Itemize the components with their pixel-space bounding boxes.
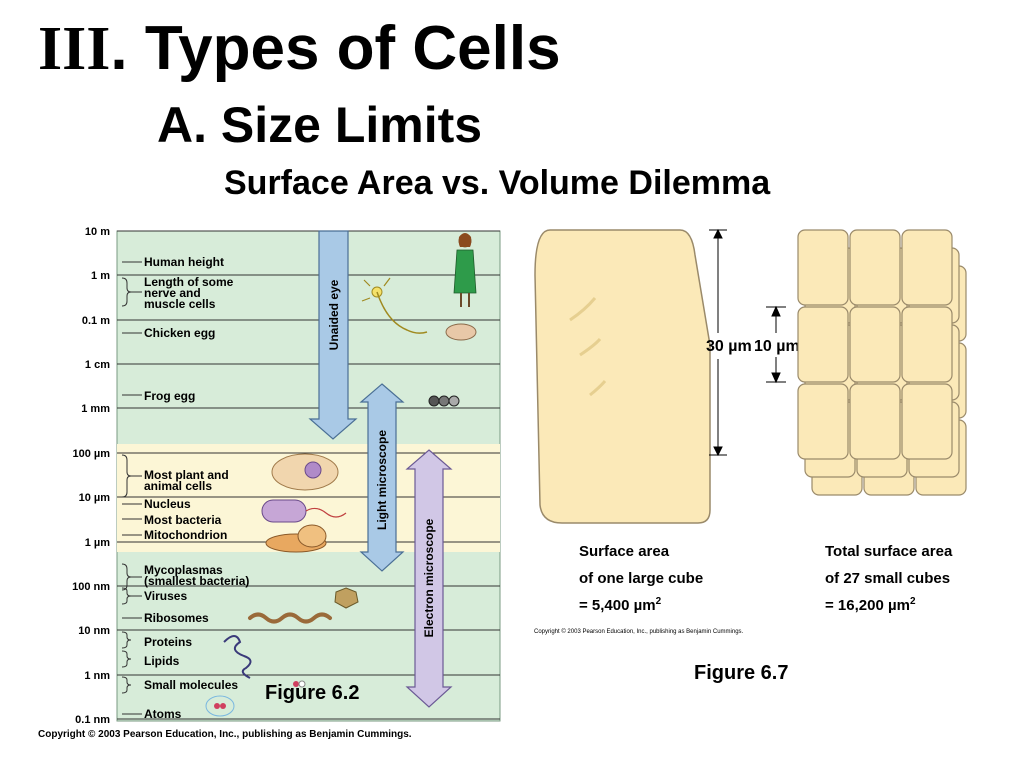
large-dimension-label: 30 µm [706, 338, 752, 355]
unaided-eye-arrow: Unaided eye [308, 230, 358, 440]
slide-subsubtitle: Surface Area vs. Volume Dilemma [224, 164, 771, 202]
atom-icon [205, 695, 235, 717]
scale-label-100nm: 100 nm [72, 581, 110, 593]
item-lipids: Lipids [144, 654, 180, 668]
scale-label-1cm: 1 cm [85, 359, 110, 371]
scale-label-1nm: 1 nm [84, 670, 110, 682]
scale-label-1mm: 1 mm [81, 403, 110, 415]
item-proteins: Proteins [144, 635, 192, 649]
item-mycoplasmas-2: (smallest bacteria) [144, 574, 249, 588]
small-dimension-label: 10 µm [754, 338, 800, 355]
protein-icon [223, 635, 252, 679]
woman-icon [453, 233, 477, 307]
item-nerve-3: muscle cells [144, 297, 216, 311]
cube-figure-copyright: Copyright © 2003 Pearson Education, Inc.… [534, 628, 744, 635]
small-cube [849, 383, 901, 460]
mitochondrion-icon [265, 524, 327, 553]
small-caption-line-1: Total surface area [825, 543, 953, 560]
size-scale-figure: 10 m 1 m 0.1 m 1 cm 1 mm 100 µm 10 µm 1 … [38, 226, 501, 740]
small-cube [901, 383, 953, 460]
unaided-eye-label: Unaided eye [327, 279, 341, 350]
figure-6-7-label: Figure 6.7 [694, 662, 789, 684]
scale-label-1m: 1 m [91, 270, 110, 282]
item-mycoplasmas-1: Mycoplasmas [144, 563, 223, 577]
electron-microscope-arrow: Electron microscope [405, 449, 453, 708]
item-chicken-egg: Chicken egg [144, 326, 215, 340]
item-small-molecules: Small molecules [144, 678, 238, 692]
figure-6-2-label: Figure 6.2 [265, 682, 360, 704]
small-cube [901, 306, 953, 383]
light-microscope-label: Light microscope [375, 430, 389, 530]
small-cube [797, 306, 849, 383]
virus-icon [334, 587, 359, 609]
scale-label-10um: 10 µm [79, 492, 111, 504]
small-cube [797, 383, 849, 460]
scale-label-1um: 1 µm [85, 537, 111, 549]
item-nucleus: Nucleus [144, 497, 191, 511]
ribosomes-icon [248, 612, 332, 624]
large-caption-line-3: = 5,400 µm2 [579, 596, 662, 614]
light-microscope-arrow: Light microscope [359, 383, 405, 572]
item-plant-cells-1: Most plant and [144, 468, 229, 482]
small-cube [849, 306, 901, 383]
item-atoms: Atoms [144, 707, 182, 721]
scale-label-100um: 100 µm [72, 448, 110, 460]
electron-microscope-label: Electron microscope [422, 518, 436, 637]
slide-title: III. Types of Cells [38, 14, 561, 83]
small-cubes-grid [797, 229, 967, 496]
scale-label-10m: 10 m [85, 226, 110, 238]
item-ribosomes: Ribosomes [144, 611, 209, 625]
small-cube [901, 229, 953, 306]
item-plant-cells-2: animal cells [144, 479, 212, 493]
frog-egg-icon [428, 395, 460, 407]
item-bacteria: Most bacteria [144, 513, 222, 527]
small-cube [849, 229, 901, 306]
large-caption-line-2: of one large cube [579, 570, 703, 587]
scale-label-10nm: 10 nm [78, 625, 110, 637]
nerve-cell-icon [361, 277, 428, 334]
item-nerve-2: nerve and [144, 286, 201, 300]
large-cube [534, 229, 711, 524]
item-viruses: Viruses [144, 589, 187, 603]
small-caption-line-3: = 16,200 µm2 [825, 596, 916, 614]
chicken-egg-icon [445, 323, 477, 341]
item-nerve-1: Length of some [144, 275, 234, 289]
item-human-height: Human height [144, 255, 224, 269]
large-caption-line-1: Surface area [579, 543, 670, 560]
small-cube [797, 229, 849, 306]
cube-figure: 30 µm 10 µm Surface area of one large cu… [534, 228, 967, 635]
small-molecule-icon [293, 680, 306, 688]
animal-cell-icon [271, 453, 339, 491]
large-dimension-marker [709, 228, 727, 457]
small-dimension-marker [766, 305, 786, 384]
item-mitochondrion: Mitochondrion [144, 528, 227, 542]
small-caption-line-2: of 27 small cubes [825, 570, 950, 587]
scale-figure-copyright: Copyright © 2003 Pearson Education, Inc.… [38, 729, 412, 740]
scale-label-0.1m: 0.1 m [82, 315, 110, 327]
scale-label-0.1nm: 0.1 nm [75, 714, 110, 726]
item-frog-egg: Frog egg [144, 389, 195, 403]
slide-subtitle: A. Size Limits [157, 97, 483, 153]
bacterium-icon [261, 499, 347, 523]
